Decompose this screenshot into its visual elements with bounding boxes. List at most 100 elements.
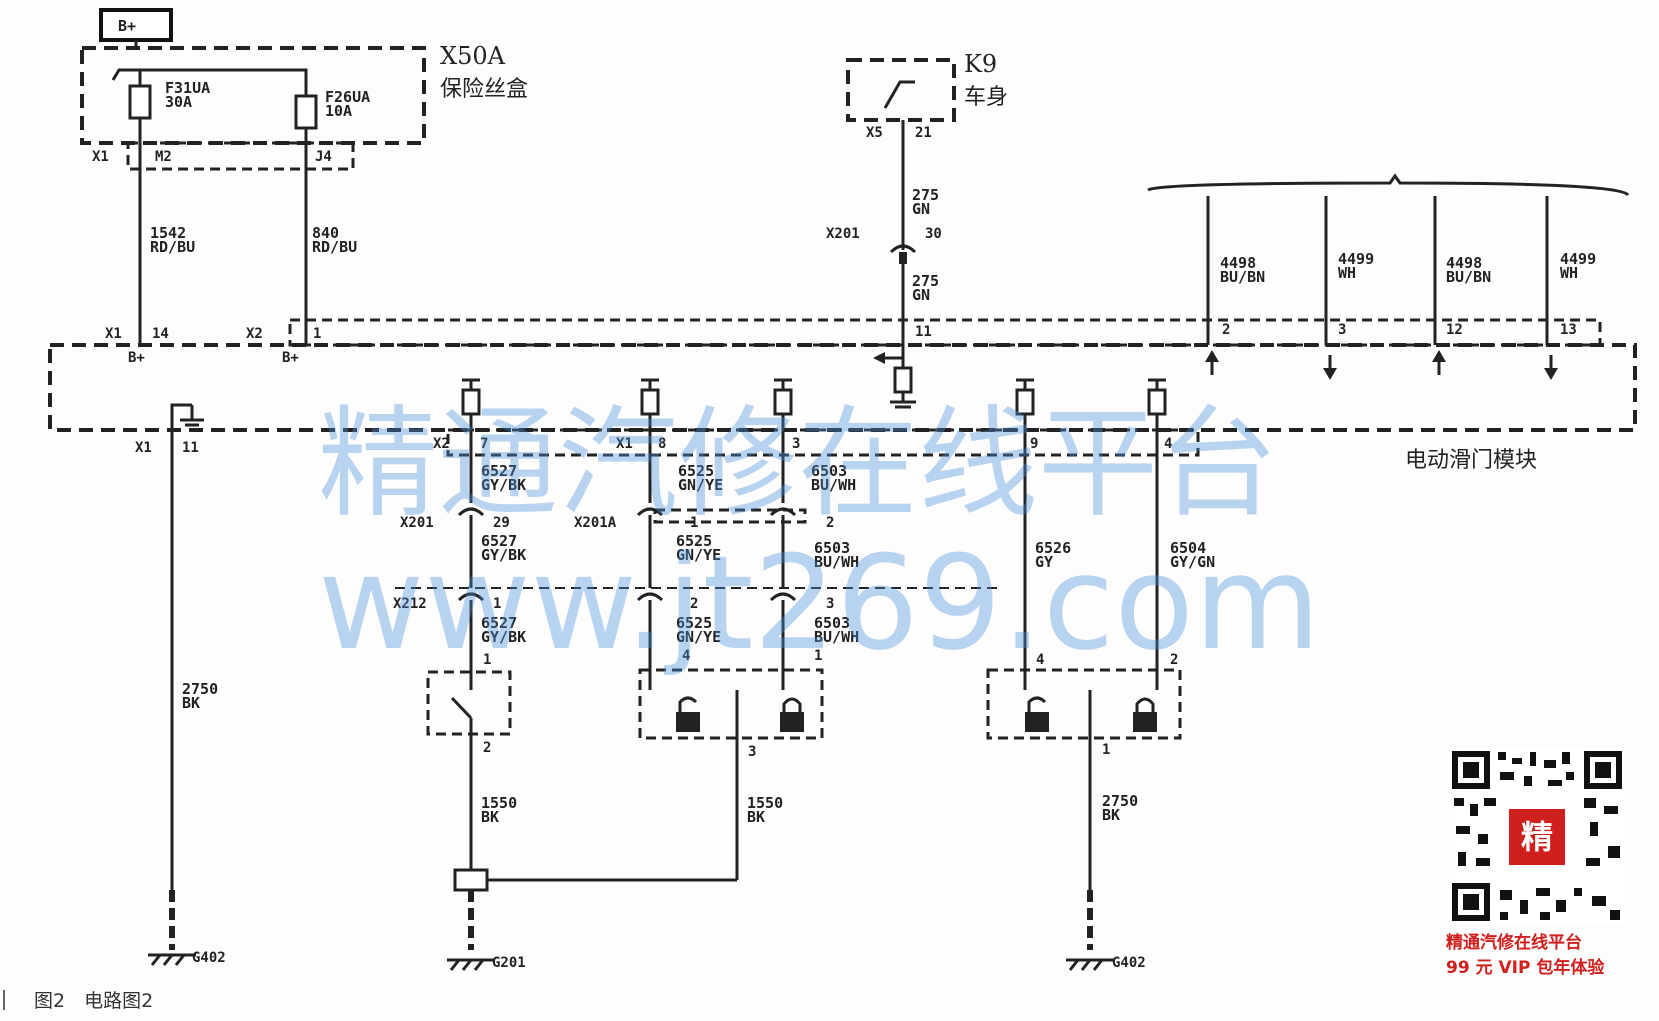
lock2-pin4: 4 (1036, 652, 1044, 668)
lock2-pin2: 2 (1170, 652, 1178, 668)
k9-conn: X5 (866, 125, 883, 141)
figure-caption: 图2 电路图2 (34, 990, 153, 1012)
unlock-icon (676, 696, 700, 732)
fuse-box-id: X50A (440, 42, 506, 70)
wire-275b-color: GN (912, 286, 930, 304)
wire-6525b-num: 6525 (676, 532, 712, 550)
wire-2750b-color: BK (1102, 806, 1120, 824)
ground-g402-left: G402 (192, 950, 226, 966)
wire-6525b-color: GN/YE (676, 546, 721, 564)
wire-6527a-color: GY/BK (481, 476, 526, 494)
module-pin-11: 11 (915, 324, 932, 340)
conn-x201-pin: 29 (493, 515, 510, 531)
conn-x201: X201 (400, 515, 434, 531)
wire-6527a-num: 6527 (481, 462, 517, 480)
conn-x201-top-pin: 30 (925, 226, 942, 242)
lock-icon (1133, 697, 1157, 732)
conn-x201-top: X201 (826, 226, 860, 242)
wire-6503a-color: BU/WH (811, 476, 856, 494)
wire-6526-num: 6526 (1035, 539, 1071, 557)
ground-icon (1066, 958, 1114, 971)
conn-x212-pin2: 2 (690, 596, 698, 612)
module-pin-4: 4 (1164, 436, 1172, 452)
conn-x212: X212 (393, 596, 427, 612)
conn-x212-pin3: 3 (826, 596, 834, 612)
k9-name: 车身 (964, 85, 1008, 110)
lock-icon (780, 697, 804, 732)
lock2-pin1: 1 (1102, 742, 1110, 758)
watermark-line2: www.jt269.com (318, 527, 1321, 679)
k9-box (846, 58, 956, 122)
module-x2: X2 (246, 326, 263, 342)
wire-6527b-num: 6527 (481, 532, 517, 550)
lock-actuator-1 (638, 668, 824, 740)
lock1-pin4: 4 (682, 648, 690, 664)
conn-x201a: X201A (574, 515, 617, 531)
ground-icon (148, 953, 196, 966)
lock1-pin3: 3 (748, 744, 756, 760)
wire-4499b-num: 4499 (1560, 250, 1596, 268)
wire-4498a-num: 4498 (1220, 254, 1256, 272)
module-x2-bplus: B+ (282, 350, 299, 366)
wire-2750a-color: BK (182, 694, 200, 712)
wire-6525a-color: GN/YE (678, 476, 723, 494)
wire-2750a-num: 2750 (182, 680, 218, 698)
module-pin-2: 2 (1222, 322, 1230, 338)
wire-4498a-color: BU/BN (1220, 268, 1265, 286)
wire-6525c-color: GN/YE (676, 628, 721, 646)
wire-1550a-num: 1550 (481, 794, 517, 812)
wire-6504-num: 6504 (1170, 539, 1206, 557)
wire-4499a-color: WH (1338, 264, 1356, 282)
fuse-box-pin-j4: J4 (315, 149, 332, 165)
wire-6525a-num: 6525 (678, 462, 714, 480)
fuse-box-connector (126, 141, 355, 171)
wire-4499b-color: WH (1560, 264, 1578, 282)
fuse-box (80, 46, 426, 145)
module-name: 电动滑门模块 (1405, 448, 1537, 473)
module-pin-7: 7 (480, 436, 488, 452)
splice (453, 868, 489, 892)
wire-4499a-num: 4499 (1338, 250, 1374, 268)
conn-x201a-pin2: 2 (826, 515, 834, 531)
wire-6503b-color: BU/WH (814, 553, 859, 571)
wire-6503b-num: 6503 (814, 539, 850, 557)
qr-center-char: 精 (1521, 818, 1553, 856)
lock-actuator-2 (986, 668, 1182, 740)
wire-2750b-num: 2750 (1102, 792, 1138, 810)
wire-6526-color: GY (1035, 553, 1053, 571)
wire-1550b-num: 1550 (747, 794, 783, 812)
wire-275a-color: GN (912, 200, 930, 218)
wire-6503c-num: 6503 (814, 614, 850, 632)
conn-x212-pin1: 1 (493, 596, 501, 612)
data-arrow-icons (1205, 350, 1558, 380)
module-pin-9: 9 (1030, 436, 1038, 452)
k9-pin: 21 (915, 125, 932, 141)
qr-code: 精 (1449, 748, 1625, 924)
wire-840-color: RD/BU (312, 238, 357, 256)
ground-g201: G201 (492, 955, 526, 971)
module-pin-13: 13 (1560, 322, 1577, 338)
sliding-door-module (48, 343, 1637, 432)
module-gnd-pin: 11 (182, 440, 199, 456)
fuse-f26ua (294, 94, 318, 130)
battery-label: B+ (118, 17, 136, 35)
wire-6504-color: GY/GN (1170, 553, 1215, 571)
wire-6503c-color: BU/WH (814, 628, 859, 646)
wire-6525c-num: 6525 (676, 614, 712, 632)
fuse-box-conn-x1: X1 (92, 149, 109, 165)
switch-pin2: 2 (483, 740, 491, 756)
wire-6527b-color: GY/BK (481, 546, 526, 564)
ground-g402-right: G402 (1112, 955, 1146, 971)
module-x1: X1 (105, 326, 122, 342)
wire-275b-num: 275 (912, 272, 939, 290)
wire-840-num: 840 (312, 224, 339, 242)
x201-top-connector (889, 244, 917, 254)
module-x1-bplus: B+ (128, 350, 145, 366)
wire-1542-color: RD/BU (150, 238, 195, 256)
module-gnd-x1: X1 (135, 440, 152, 456)
fuse2-rating: 10A (325, 102, 352, 120)
promo-line1: 精通汽修在线平台 (1446, 932, 1582, 953)
watermark-line1: 精通汽修在线平台 (318, 395, 1278, 534)
wire-1550b-color: BK (747, 808, 765, 826)
